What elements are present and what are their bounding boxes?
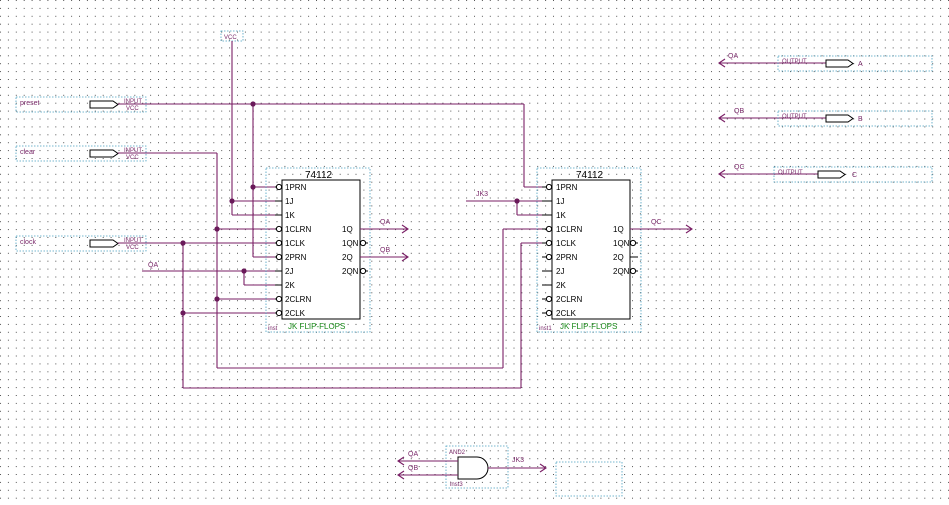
pin-label: 2Q [613,253,624,262]
output-name: B [858,116,863,123]
output-pin-b[interactable]: QB OUTPUT B [718,108,933,127]
pin-label: 2QN [613,267,630,276]
pin-label: 2CLRN [285,295,311,304]
pin-label: 2CLRN [556,295,582,304]
input-tag: INPUT [124,99,142,105]
input-name: clock [20,239,36,246]
input-pin-preset[interactable]: preset INPUT VCC [15,96,524,113]
pin-label: 1Q [342,225,353,234]
input-vcc: VCC [126,155,139,161]
pin-label: 1QN [613,239,630,248]
pin-label: 1PRN [285,183,307,192]
output-name: C [852,172,857,179]
net-label-qc-out: QC [651,219,662,226]
pin-label: 1CLK [556,239,577,248]
pin-label: 2K [556,281,566,290]
input-pin-clock[interactable]: clock INPUT VCC [15,235,275,252]
pin-label: 2CLK [556,309,577,318]
chip-family: JK FLIP-FLOPS [288,322,345,331]
gate-type: AND2 [449,450,466,456]
vcc-symbol[interactable]: VCC [220,30,244,215]
pin-label: 2J [556,267,564,276]
pin-label: 1K [285,211,295,220]
output-net: QB [734,108,744,115]
output-pin-c[interactable]: QC OUTPUT C [718,164,933,183]
gate-in2: QB [408,465,418,472]
output-tag: OUTPUT [782,59,807,65]
input-vcc: VCC [126,245,139,251]
pin-label: 1CLRN [556,225,582,234]
input-tag: INPUT [124,238,142,244]
pin-label: 1Q [613,225,624,234]
chip-74112-inst1[interactable]: 74112 1PRN 1J 1K 1CLRN 1CLK 2PRN 2J 2K [536,167,693,333]
net-label-qa-out: QA [380,219,390,226]
net-label-qa-in: QA [148,262,158,269]
pin-label: 2K [285,281,295,290]
output-net: QC [734,164,745,171]
pin-label: 1K [556,211,566,220]
pin-label: 2PRN [556,253,578,262]
output-tag: OUTPUT [782,114,807,120]
input-name: preset [20,100,40,107]
pin-label: 1J [556,197,564,206]
input-name: clear [20,149,36,156]
chip-74112-inst[interactable]: 74112 1PRN 1J 1K 1CLRN 1CLK 2PRN 2J [265,167,409,333]
input-vcc: VCC [126,106,139,112]
output-net: QA [728,53,738,60]
input-tag: INPUT [124,148,142,154]
pin-label: 2QN [342,267,359,276]
net-label-jk3-in: JK3 [476,191,488,198]
pin-label: 2J [285,267,293,276]
gate-in1: QA [408,451,418,458]
chip-inst: inst1 [539,326,552,332]
pin-label: 1J [285,197,293,206]
output-tag: OUTPUT [778,170,803,176]
and-gate-inst3[interactable]: AND2 QA QB JK3 inst3 [397,445,547,489]
chip-part: 74112 [305,170,333,181]
pin-label: 2PRN [285,253,307,262]
chip-family: JK FLIP-FLOPS [560,322,617,331]
input-pin-clear[interactable]: clear INPUT VCC [15,145,217,162]
empty-selection-box [555,461,623,497]
pin-label: 2CLK [285,309,306,318]
chip-part: 74112 [576,170,604,181]
gate-out: JK3 [512,457,524,464]
pin-label: 1PRN [556,183,578,192]
output-pin-a[interactable]: QA OUTPUT A [718,53,933,72]
chip1-left-pins [275,183,283,317]
wiring-chip1: QA JK3 [142,101,542,389]
vcc-label: VCC [224,35,237,41]
pin-label: 2Q [342,253,353,262]
pin-label: 1CLRN [285,225,311,234]
pin-label: 1CLK [285,239,306,248]
net-label-qb-out: QB [380,247,390,254]
chip-inst: inst [268,326,278,332]
pin-label: 1QN [342,239,359,248]
chip2-left-pins [542,183,553,317]
output-name: A [858,61,863,68]
gate-inst: inst3 [450,482,463,488]
